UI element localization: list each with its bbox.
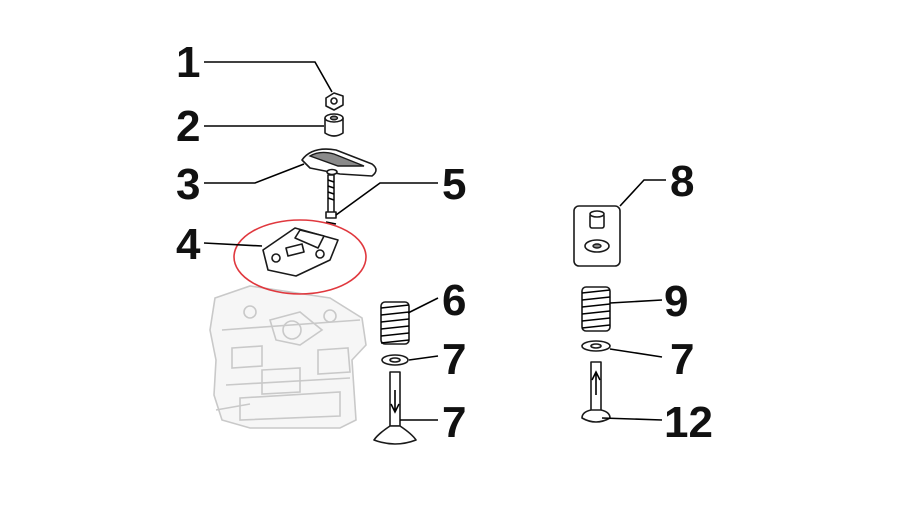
highlight-ellipse: [233, 219, 367, 295]
callout-7-right: 7: [670, 335, 694, 384]
callout-labels: 1 2 3 4 5 6 7 7 8 9 7 12: [176, 38, 713, 447]
part-12-valve: [581, 361, 611, 423]
callout-9: 8: [670, 157, 694, 206]
part-3-rocker-arm: [301, 148, 377, 177]
cylinder-head-ghost: [209, 285, 367, 429]
part-5-stud: [325, 174, 337, 225]
callout-6: 6: [442, 276, 466, 325]
part-7-washer-right: [581, 340, 611, 352]
part-8-valve: [373, 371, 417, 445]
callout-10: 9: [664, 277, 688, 326]
callout-4: 4: [176, 220, 201, 269]
callout-7-left: 7: [442, 335, 466, 384]
callout-12: 12: [664, 398, 713, 447]
callout-8: 7: [442, 398, 466, 447]
part-1-nut: [325, 92, 344, 111]
part-2-spacer: [324, 113, 344, 137]
part-4-guide-plate: [262, 227, 339, 277]
part-9-seal-kit: [573, 205, 621, 267]
part-7-washer-left: [381, 354, 409, 366]
part-6-spring: [380, 301, 410, 345]
leader-lines: [203, 61, 666, 421]
part-10-spring: [581, 286, 611, 332]
callout-1: 1: [176, 38, 200, 87]
callout-3: 3: [176, 160, 200, 209]
callout-2: 2: [176, 102, 200, 151]
callout-5: 5: [442, 160, 466, 209]
